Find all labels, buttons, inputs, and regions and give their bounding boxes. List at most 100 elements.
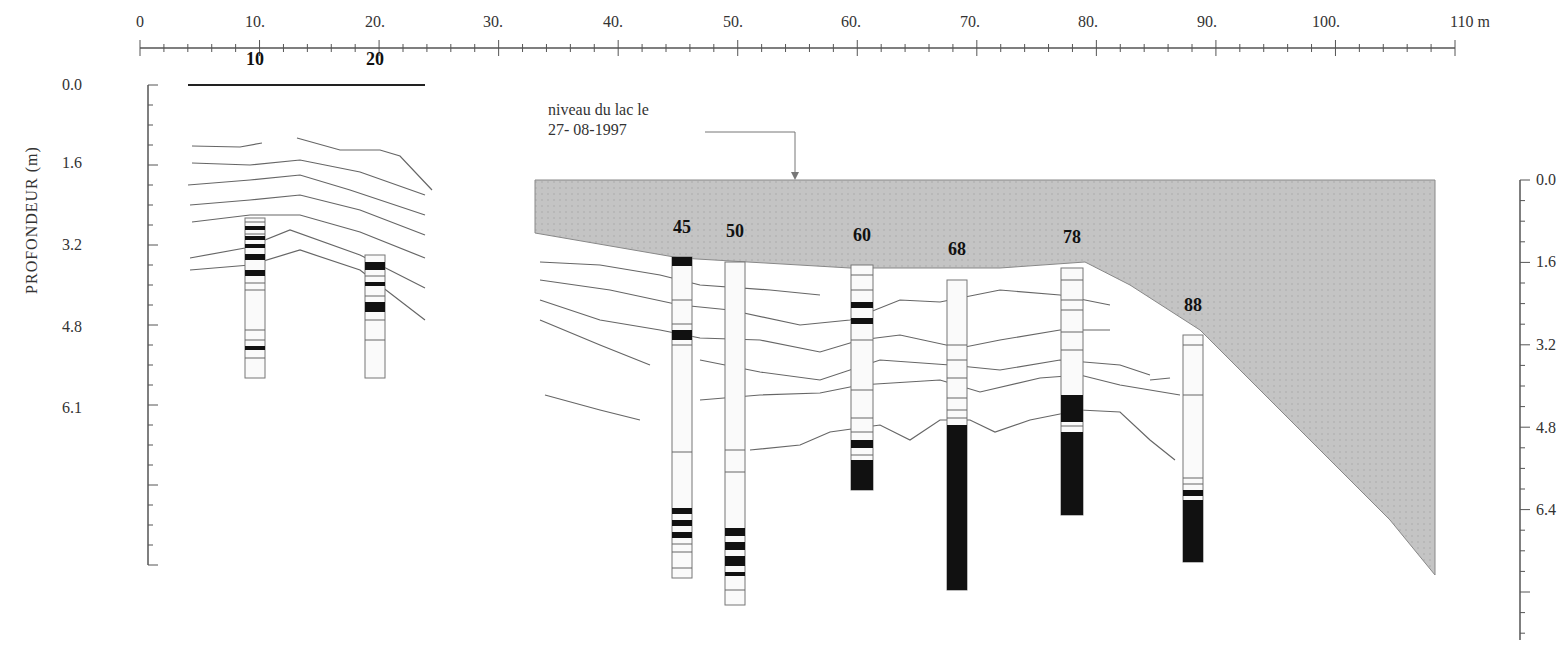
depth-tick xyxy=(148,345,153,346)
core-layer xyxy=(851,290,873,291)
depth-tick xyxy=(148,225,153,226)
lake-water xyxy=(535,180,1435,575)
depth-tick xyxy=(148,525,153,526)
depth-number: 0.0 xyxy=(1536,171,1556,189)
depth-tick xyxy=(148,505,153,506)
core-layer xyxy=(1061,332,1083,333)
scale-tick xyxy=(1120,44,1121,52)
scale-tick xyxy=(450,44,451,52)
scale-tick xyxy=(666,44,667,52)
depth-tick xyxy=(148,265,153,266)
depth-tick xyxy=(1520,550,1525,551)
scale-number: 40. xyxy=(603,13,623,31)
core-layer xyxy=(851,418,873,419)
axis-title: PROFONDEUR (m) xyxy=(23,146,41,294)
depth-tick xyxy=(1520,324,1525,325)
scale-tick xyxy=(498,40,499,56)
core-number: 68 xyxy=(948,240,966,260)
core-dark-layer xyxy=(725,542,745,550)
depth-tick xyxy=(148,325,158,326)
scale-tick xyxy=(187,44,188,52)
scale-tick xyxy=(474,44,475,52)
core-dark-layer xyxy=(365,282,385,286)
core-dark-layer xyxy=(725,556,745,566)
scale-number: 60. xyxy=(841,13,861,31)
scale-tick xyxy=(1359,44,1360,52)
depth-tick xyxy=(148,405,158,406)
depth-number: 4.8 xyxy=(1536,419,1556,437)
core-dark-layer xyxy=(245,236,265,240)
depth-tick xyxy=(148,425,153,426)
arrow-head xyxy=(791,172,799,180)
core-dark-layer xyxy=(851,318,873,324)
core-layer xyxy=(672,324,692,325)
scale-tick xyxy=(618,40,619,56)
scale-tick xyxy=(1096,40,1097,56)
scale-tick xyxy=(857,40,858,56)
scale-tick xyxy=(1431,44,1432,52)
core-number: 20 xyxy=(366,50,384,70)
scale-number: 80. xyxy=(1078,13,1098,31)
depth-tick xyxy=(1520,509,1530,510)
core-dark-layer xyxy=(851,302,873,308)
depth-tick xyxy=(1520,406,1525,407)
depth-tick xyxy=(148,245,158,246)
core-tube xyxy=(851,265,873,490)
depth-tick xyxy=(148,305,153,306)
core-layer xyxy=(245,290,265,291)
core-layer xyxy=(672,452,692,453)
core-layer xyxy=(245,283,265,284)
core-number: 45 xyxy=(673,218,691,238)
core-dark-layer xyxy=(672,520,692,526)
depth-tick xyxy=(148,105,153,106)
depth-tick xyxy=(148,185,153,186)
scale-tick xyxy=(1048,44,1049,52)
scale-number: 90. xyxy=(1197,13,1217,31)
core-dark-layer xyxy=(1061,432,1083,515)
scale-tick xyxy=(905,44,906,52)
scale-tick xyxy=(1168,44,1169,52)
depth-tick xyxy=(1520,489,1525,490)
depth-tick xyxy=(1520,365,1525,366)
depth-tick xyxy=(148,485,158,486)
scale-tick xyxy=(929,44,930,52)
core-number: 78 xyxy=(1063,228,1081,248)
core-dark-layer xyxy=(245,244,265,248)
depth-tick xyxy=(1520,262,1530,263)
core-layer xyxy=(672,345,692,346)
scale-tick xyxy=(355,44,356,52)
scale-tick xyxy=(522,44,523,52)
scale-tick xyxy=(1455,40,1456,56)
core-layer xyxy=(672,544,692,545)
scale-tick xyxy=(1239,44,1240,52)
depth-tick xyxy=(148,125,153,126)
scale-number: 30. xyxy=(483,13,503,31)
depth-tick xyxy=(148,285,153,286)
core-layer xyxy=(851,455,873,456)
scale-tick xyxy=(809,44,810,52)
scale-number: 50. xyxy=(723,13,743,31)
depth-number: 1.6 xyxy=(1536,253,1556,271)
core-dark-layer xyxy=(725,528,745,536)
depth-number: 6.1 xyxy=(62,399,82,417)
depth-tick xyxy=(1520,303,1525,304)
core-dark-layer xyxy=(1061,395,1083,422)
depth-tick xyxy=(1520,180,1530,181)
core-tube xyxy=(365,255,385,378)
depth-tick xyxy=(148,85,158,86)
depth-number: 3.2 xyxy=(1536,336,1556,354)
scale-tick xyxy=(1263,44,1264,52)
depth-tick xyxy=(1520,221,1525,222)
scale-tick xyxy=(211,44,212,52)
depth-tick xyxy=(1520,592,1530,593)
core-layer xyxy=(1183,478,1203,479)
scale-number: 100. xyxy=(1312,13,1340,31)
core-layer xyxy=(947,360,967,361)
core-layer xyxy=(365,276,385,277)
core-dark-layer xyxy=(365,262,385,270)
core-layer xyxy=(1061,300,1083,301)
lake-level-note: niveau du lac le 27- 08-1997 xyxy=(548,100,666,140)
core-layer xyxy=(245,234,265,235)
core-tube xyxy=(725,262,745,605)
scale-number: 0 xyxy=(136,13,144,31)
